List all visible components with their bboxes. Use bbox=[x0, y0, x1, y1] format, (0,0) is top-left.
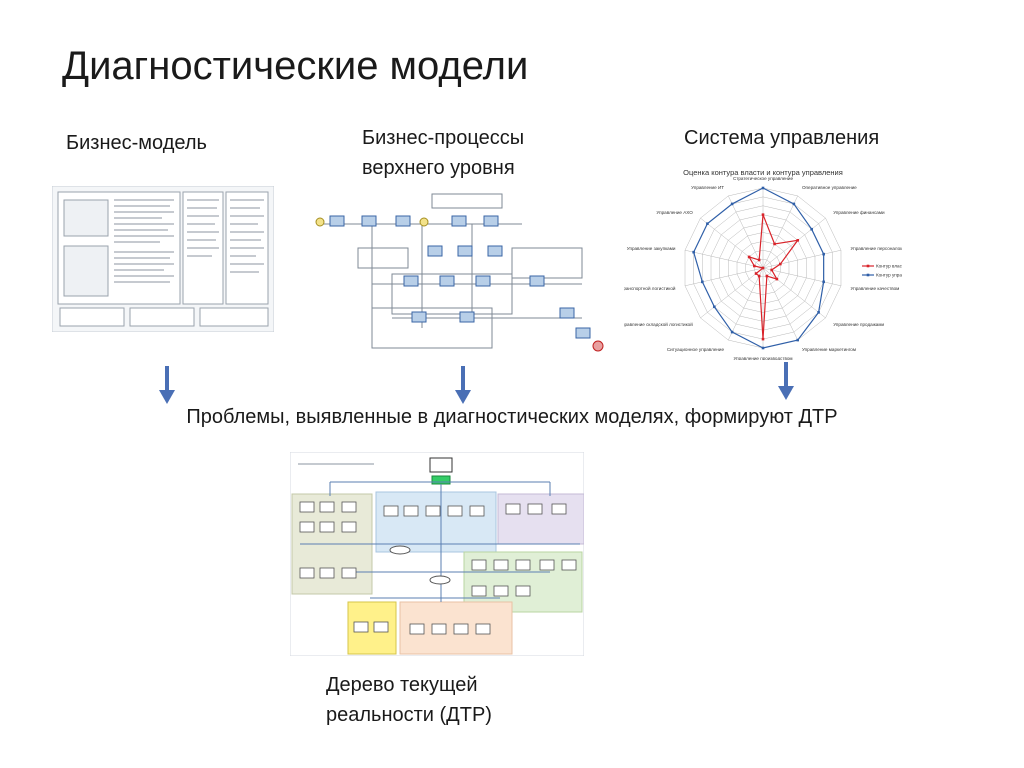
radar-axis-line bbox=[762, 267, 826, 319]
radar-mgmt-series-point bbox=[701, 280, 704, 284]
business-processes-label-line2: верхнего уровня bbox=[362, 157, 515, 179]
current-reality-tree-diagram bbox=[290, 452, 584, 656]
radar-axis-label: Стратегическое управление bbox=[733, 176, 794, 181]
business-processes-label-line1: Бизнес-процессы bbox=[362, 127, 525, 149]
radar-mgmt-series-point bbox=[796, 338, 800, 342]
management-system-label: Система управления bbox=[684, 127, 880, 149]
radar-axis-label: Управление транспортной логистикой bbox=[624, 285, 676, 291]
radar-power-series-point bbox=[770, 268, 773, 272]
radar-mgmt-series-point bbox=[713, 305, 716, 309]
radar-axis-label: Управление ИТ bbox=[691, 185, 724, 190]
radar-mgmt-series-point bbox=[692, 250, 695, 254]
radar-axis-line bbox=[762, 267, 842, 287]
radar-mgmt-series-point bbox=[761, 186, 765, 190]
radar-power-series-line bbox=[747, 214, 800, 340]
radar-axis-line bbox=[684, 249, 764, 269]
radar-axis-label: Управление АХО bbox=[656, 210, 693, 215]
radar-mgmt-series-point bbox=[792, 202, 796, 206]
radar-legend-marker bbox=[866, 273, 870, 277]
radar-axis-label: Оперативное управление bbox=[802, 185, 857, 190]
radar-axis-label: Управление качеством bbox=[851, 286, 900, 291]
radar-power-series-point bbox=[757, 274, 761, 278]
radar-axis-line bbox=[762, 267, 798, 341]
radar-axis-line bbox=[728, 195, 764, 269]
radar-axis-line bbox=[700, 217, 764, 269]
radar-axis-label: Управление финансами bbox=[833, 210, 885, 215]
radar-axis-line bbox=[728, 267, 764, 341]
radar-axis-label: Управление закупками bbox=[627, 246, 676, 251]
dtr-caption-line2: реальности (ДТР) bbox=[326, 704, 492, 726]
radar-axis-label: Управление производством bbox=[733, 356, 792, 360]
radar-legend-marker bbox=[866, 264, 870, 268]
down-arrow-icon bbox=[455, 366, 471, 404]
radar-mgmt-series-point bbox=[730, 330, 734, 334]
down-arrow-icon bbox=[159, 366, 175, 404]
radar-axis-label: Ситуационное управление bbox=[667, 347, 725, 352]
business-model-diagram bbox=[52, 186, 274, 332]
radar-legend-label: Контур власти bbox=[876, 264, 902, 269]
radar-mgmt-series-point bbox=[761, 346, 765, 350]
radar-power-series-point bbox=[757, 258, 761, 262]
radar-mgmt-series-point bbox=[817, 311, 820, 314]
radar-mgmt-series-point bbox=[706, 222, 709, 225]
radar-power-series-point bbox=[747, 255, 751, 259]
radar-power-series-point bbox=[765, 274, 769, 278]
radar-axis-label: Управление персоналом bbox=[851, 246, 902, 251]
radar-axis-line bbox=[762, 217, 826, 269]
radar-axis-line bbox=[684, 267, 764, 287]
radar-mgmt-series-point bbox=[822, 252, 825, 256]
radar-axis-label: Управление складской логистикой bbox=[624, 321, 693, 327]
radar-axis-line bbox=[762, 249, 842, 269]
radar-power-series-point bbox=[796, 238, 800, 242]
radar-power-series-point bbox=[753, 264, 756, 268]
radar-axis-label: Управление продажами bbox=[833, 322, 884, 327]
radar-mgmt-series-point bbox=[730, 202, 734, 206]
radar-axis-line bbox=[762, 195, 798, 269]
business-processes-label: Бизнес-процессы верхнего уровня bbox=[362, 123, 524, 183]
radar-chart-title: Оценка контура власти и контура управлен… bbox=[683, 168, 843, 177]
business-processes-diagram bbox=[312, 188, 610, 358]
radar-power-series-point bbox=[779, 262, 782, 266]
radar-power-series-point bbox=[761, 213, 765, 216]
statement-text: Проблемы, выявленные в диагностических м… bbox=[186, 406, 838, 428]
radar-legend-label: Контур управления bbox=[876, 273, 902, 278]
radar-power-series-point bbox=[775, 277, 779, 281]
page-title: Диагностические модели bbox=[62, 44, 529, 88]
radar-mgmt-series-point bbox=[810, 227, 813, 231]
radar-power-series-point bbox=[754, 272, 758, 275]
business-model-label: Бизнес-модель bbox=[66, 132, 207, 154]
radar-axis-label: Управление маркетингом bbox=[802, 347, 856, 352]
radar-power-series-point bbox=[761, 337, 765, 341]
radar-power-series-point bbox=[773, 242, 776, 246]
down-arrow-icon bbox=[778, 362, 794, 400]
radar-power-series-point bbox=[761, 266, 765, 270]
management-radar-chart: Оценка контура власти и контура управлен… bbox=[624, 168, 902, 360]
radar-mgmt-series-point bbox=[822, 280, 825, 284]
dtr-caption-line1: Дерево текущей bbox=[326, 674, 478, 696]
radar-axis-line bbox=[700, 267, 764, 319]
dtr-caption: Дерево текущей реальности (ДТР) bbox=[326, 670, 492, 730]
